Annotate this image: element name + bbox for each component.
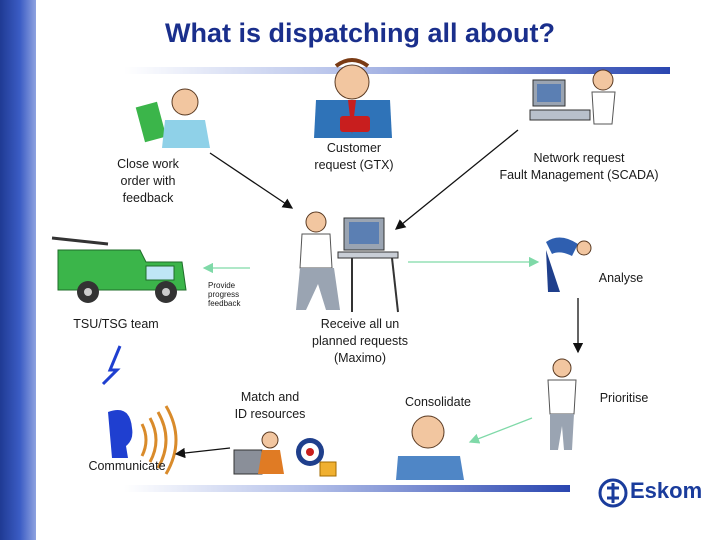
label-provide-progress: Provide progress feedback [208,281,241,308]
thinking-man-icon [396,415,464,480]
juggler-with-target-icon [233,431,337,477]
arrow-match-to-communicate [174,447,231,459]
arrow-customer-to-dispatcher [209,152,294,209]
label-consolidate: Consolidate [404,395,471,409]
title-underline-bar [124,67,670,74]
slide-title: What is dispatching all about? [164,18,555,48]
label-close-work-order: Close work order with feedback [117,157,179,205]
label-match-resources: Match and ID resources [234,390,306,421]
label-prioritise: Prioritise [599,391,649,405]
label-network-request: Network request Fault Management (SCADA) [499,151,659,182]
label-customer-request: Customer request (GTX) [314,141,394,172]
eskom-logo: Eskom [598,476,708,510]
eskom-emblem-icon [598,478,628,508]
label-communicate: Communicate [88,459,166,473]
dispatcher-at-desk-icon [296,211,399,313]
communicate-head-icon [108,405,178,475]
footer-bar [124,485,570,492]
arrow-prioritise-to-consolidate [468,417,533,444]
label-tsu-team: TSU/TSG team [73,317,159,331]
arrow-network-to-dispatcher [394,129,519,230]
worker-with-paper-icon [135,88,210,148]
network-operator-icon [529,69,616,125]
lightning-icon [101,345,122,386]
label-analyse: Analyse [598,271,644,285]
label-receive-requests: Receive all un planned requests (Maximo) [312,317,408,365]
analyst-bending-icon [546,237,592,292]
tow-truck-icon [51,236,187,303]
logo-text: Eskom [630,478,703,503]
customer-on-phone-icon [314,58,392,138]
left-accent-bar [0,0,36,540]
prioritise-person-icon [547,358,577,450]
